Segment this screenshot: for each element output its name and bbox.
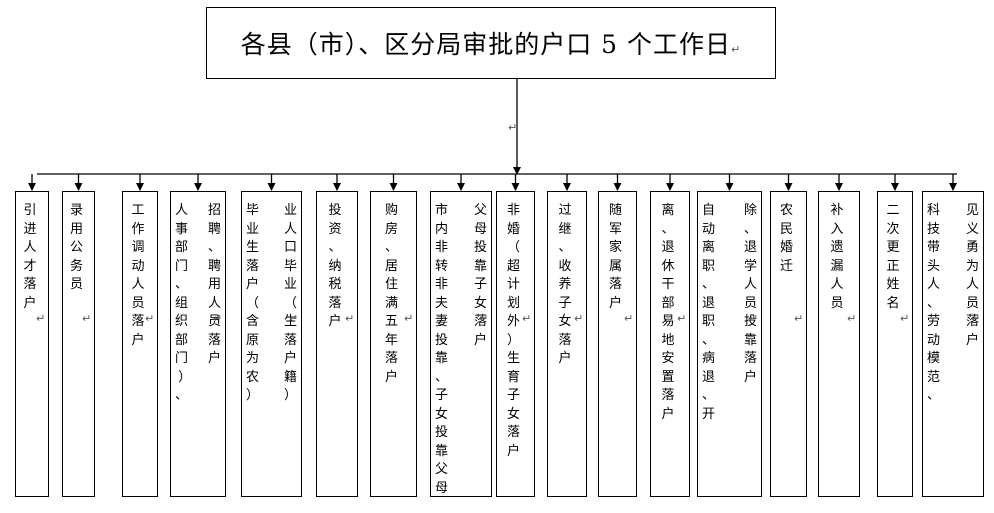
category-text-column: 投资、纳税落户 (328, 203, 342, 329)
return-mark: ↵ (145, 312, 155, 325)
category-text-column: 过继、收养子女落户 (558, 203, 572, 366)
category-box-c11: 随军家属落户↵ (598, 191, 637, 497)
category-text-column: 人事部门、组织部门）、 (174, 203, 188, 403)
category-box-c13: 除、退学人员投靠落户 自动离职、退职、病退、开 ↵ (697, 191, 762, 497)
return-mark: ↵ (794, 312, 804, 325)
category-box-c15: 补入遗漏人员↵ (818, 191, 860, 497)
category-text-column: 市内非转非夫妻投靠、子女投靠父母、 (434, 203, 448, 496)
category-box-c7: 购房、居住满五年落户 ↵ (370, 191, 417, 497)
category-box-c1: 引进人才落户↵ (15, 191, 49, 497)
title-box: 各县（市）、区分局审批的户口 5 个工作日↵ (206, 7, 776, 79)
category-text-column: 毕业生落户（含原为农） (245, 203, 259, 403)
category-box-c12: 离、退休干部易地安置落户↵ (650, 191, 690, 497)
return-mark: ↵ (971, 312, 981, 325)
category-text-column: 购房、居住满五年落户 (384, 203, 398, 385)
category-text-column: 科技带头人、劳动模范、 (926, 203, 940, 403)
return-mark: ↵ (36, 312, 46, 325)
return-mark: ↵ (522, 312, 532, 325)
return-mark: ↵ (847, 312, 857, 325)
diagram-title: 各县（市）、区分局审批的户口 5 个工作日↵ (207, 25, 775, 61)
category-text-column: 业人口毕业（生落户籍） (283, 203, 297, 403)
return-mark: ↵ (731, 43, 742, 56)
category-text-column: 自动离职、退职、病退、开 (701, 203, 715, 422)
category-text-column: 农民婚迁 (779, 203, 793, 274)
category-box-c3: 工作调动人员落户↵ (122, 191, 158, 497)
return-mark: ↵ (900, 312, 910, 325)
category-text-column: 除、退学人员投靠落户 (743, 203, 757, 385)
return-mark: ↵ (624, 312, 634, 325)
category-box-c16: 二次更正姓名↵ (877, 191, 913, 497)
return-mark: ↵ (749, 312, 759, 325)
return-mark: ↵ (574, 312, 584, 325)
title-text: 各县（市）、区分局审批的户口 5 个工作日 (240, 30, 732, 59)
category-box-c9: 非婚（超计划外）生育子女落户↵ (496, 191, 535, 497)
category-box-c4: 招聘、聘用人员落户 人事部门、组织部门）、 ↵ (170, 191, 226, 497)
category-box-c5: 业人口毕业（生落户籍） 毕业生落户（含原为农） ↵ (241, 191, 302, 497)
return-mark: ↵ (479, 312, 489, 325)
category-box-c10: 过继、收养子女落户↵ (547, 191, 587, 497)
category-text-column: 引进人才落户 (23, 203, 37, 311)
category-text-column: 随军家属落户 (608, 203, 622, 311)
category-text-column: 招聘、聘用人员落户 (207, 203, 221, 366)
return-mark: ↵ (289, 312, 299, 325)
return-mark-trunk: ↵ (508, 121, 517, 134)
return-mark: ↵ (677, 312, 687, 325)
category-text-column: 录用公务员 (69, 203, 83, 292)
category-text-column: 二次更正姓名 (886, 203, 900, 311)
return-mark: ↵ (345, 312, 355, 325)
return-mark: ↵ (213, 312, 223, 325)
category-box-c6: 投资、纳税落户↵ (316, 191, 358, 497)
category-text-column: 见义勇为人员落户 (965, 203, 979, 348)
category-box-c8: 父母投靠子女落户 市内非转非夫妻投靠、子女投靠父母、 ↵ (430, 191, 492, 497)
return-mark: ↵ (82, 312, 92, 325)
category-text-column: 工作调动人员落户 (131, 203, 145, 348)
category-box-c17: 见义勇为人员落户 科技带头人、劳动模范、 ↵ (922, 191, 984, 497)
category-text-column: 离、退休干部易地安置落户 (661, 203, 675, 422)
category-text-column: 补入遗漏人员 (830, 203, 844, 311)
return-mark: ↵ (404, 312, 414, 325)
category-box-c14: 农民婚迁 ↵ (770, 191, 807, 497)
drop-arrows (28, 174, 957, 191)
category-text-column: 父母投靠子女落户 (473, 203, 487, 348)
category-text-column: 非婚（超计划外）生育子女落户 (506, 203, 520, 459)
category-box-c2: 录用公务员 ↵ (62, 191, 95, 497)
